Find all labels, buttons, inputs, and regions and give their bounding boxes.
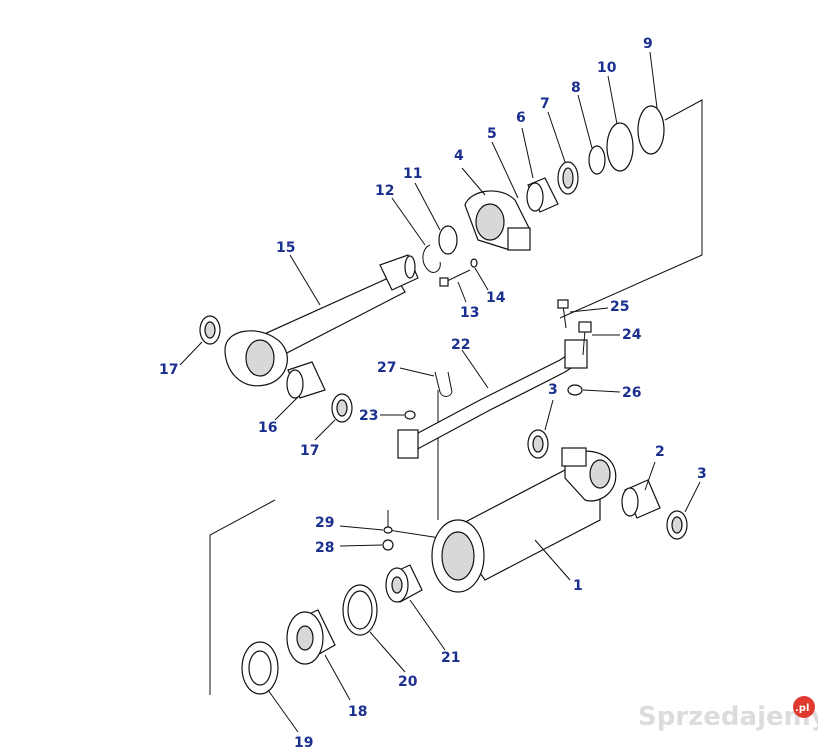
part-oring-26 — [567, 384, 583, 396]
callout-1: 1 — [573, 578, 583, 594]
callout-11: 11 — [403, 166, 422, 182]
part-bolt-24 — [578, 321, 592, 356]
part-nut-21 — [385, 564, 423, 603]
part-spacer-17-a — [199, 315, 221, 345]
callout-3a: 3 — [548, 382, 558, 398]
part-piston-rod — [224, 254, 419, 387]
part-bolt-13 — [439, 258, 478, 287]
part-seal-7 — [557, 161, 579, 195]
callout-5: 5 — [487, 126, 497, 142]
part-bolt-25 — [557, 299, 569, 329]
callout-28: 28 — [315, 540, 334, 556]
callout-29: 29 — [315, 515, 334, 531]
callout-25: 25 — [610, 299, 629, 315]
part-rings-11-12 — [422, 225, 458, 273]
callout-16: 16 — [258, 420, 277, 436]
callout-17b: 17 — [300, 443, 319, 459]
callout-22: 22 — [451, 337, 470, 353]
watermark-text: Sprzedajemy — [638, 702, 818, 731]
callout-21: 21 — [441, 650, 460, 666]
callout-20: 20 — [398, 674, 418, 690]
callout-labels: 1 2 3 3 4 5 6 7 8 9 10 11 12 13 14 15 16… — [159, 36, 707, 751]
part-bushing-16 — [286, 361, 326, 399]
part-ring-20 — [342, 584, 378, 636]
watermark-badge-icon — [793, 696, 815, 718]
callout-14: 14 — [486, 290, 506, 306]
part-cylinder-tube — [431, 447, 617, 593]
part-rings-8-10-9 — [588, 105, 665, 175]
part-pipe-22 — [397, 339, 588, 459]
leader-lines — [179, 51, 701, 733]
watermark: Sprzedajemy .pl — [638, 696, 818, 731]
callout-8: 8 — [571, 80, 581, 96]
part-spacer-3-b — [666, 510, 688, 540]
callout-18: 18 — [348, 704, 367, 720]
callout-10: 10 — [597, 60, 617, 76]
part-spacer-17-b — [331, 393, 353, 423]
callout-23: 23 — [359, 408, 378, 424]
callout-3b: 3 — [697, 466, 707, 482]
callout-15: 15 — [276, 240, 295, 256]
callout-9: 9 — [643, 36, 653, 52]
callout-6: 6 — [516, 110, 526, 126]
part-nut-28 — [382, 539, 394, 551]
callout-2: 2 — [655, 444, 665, 460]
part-spacer-3-a — [527, 429, 549, 459]
part-washer-29 — [383, 526, 393, 534]
part-piston-18 — [286, 609, 336, 665]
callout-17a: 17 — [159, 362, 178, 378]
callout-7: 7 — [540, 96, 550, 112]
callout-13: 13 — [460, 305, 479, 321]
callout-26: 26 — [622, 385, 641, 401]
callout-4: 4 — [454, 148, 464, 164]
part-seal-19 — [241, 641, 279, 695]
callout-19: 19 — [294, 735, 313, 751]
callout-24: 24 — [622, 327, 642, 343]
part-bushing-2 — [621, 479, 661, 519]
part-bushing-6 — [526, 177, 559, 213]
watermark-badge-text: .pl — [795, 703, 809, 714]
callout-12: 12 — [375, 183, 394, 199]
part-cylinder-head — [464, 190, 531, 251]
part-clip-27 — [434, 371, 453, 397]
callout-27: 27 — [377, 360, 396, 376]
part-oring-23 — [404, 410, 416, 420]
